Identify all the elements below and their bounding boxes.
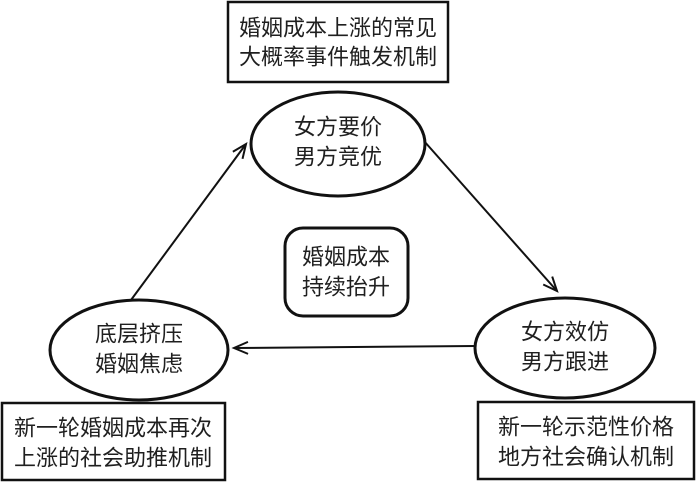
bottom-left-boost-mechanism-box-line1: 新一轮婚姻成本再次 [14, 416, 212, 441]
top-ellipse-demand-compete [249, 90, 427, 198]
bottom-left-boost-mechanism-box-line2: 上涨的社会助推机制 [14, 446, 212, 471]
top-trigger-mechanism-box-line1: 婚姻成本上涨的常见 [239, 16, 437, 41]
center-cost-rising-box-line1: 婚姻成本 [302, 245, 390, 270]
bottom-left-boost-mechanism-box [0, 401, 227, 482]
left-ellipse-line1: 底层挤压 [95, 322, 183, 347]
arrow-left-ellipse-to-top-ellipse [130, 141, 248, 301]
top-trigger-mechanism-box [226, 0, 450, 84]
left-ellipse-line2: 婚姻焦虑 [95, 352, 183, 377]
right-ellipse-line1: 女方效仿 [521, 320, 609, 345]
top-trigger-mechanism-box-line2: 大概率事件触发机制 [239, 45, 437, 70]
arrow-right-ellipse-to-left-ellipse [231, 340, 477, 355]
top-ellipse-line1: 女方要价 [294, 115, 382, 140]
top-ellipse-line2: 男方竞优 [294, 145, 382, 170]
center-cost-rising-box [283, 226, 410, 318]
arrow-top-ellipse-to-right-ellipse [423, 140, 559, 293]
bottom-right-confirm-mechanism-box-line2: 地方社会确认机制 [498, 445, 674, 470]
bottom-right-confirm-mechanism-box [476, 400, 696, 481]
center-cost-rising-box-line2: 持续抬升 [302, 275, 390, 300]
left-ellipse-squeeze-anxiety [48, 298, 230, 402]
right-ellipse-line2: 男方跟进 [521, 350, 609, 375]
right-ellipse-imitate-follow [473, 296, 657, 400]
bottom-right-confirm-mechanism-box-line1: 新一轮示范性价格 [498, 415, 674, 440]
